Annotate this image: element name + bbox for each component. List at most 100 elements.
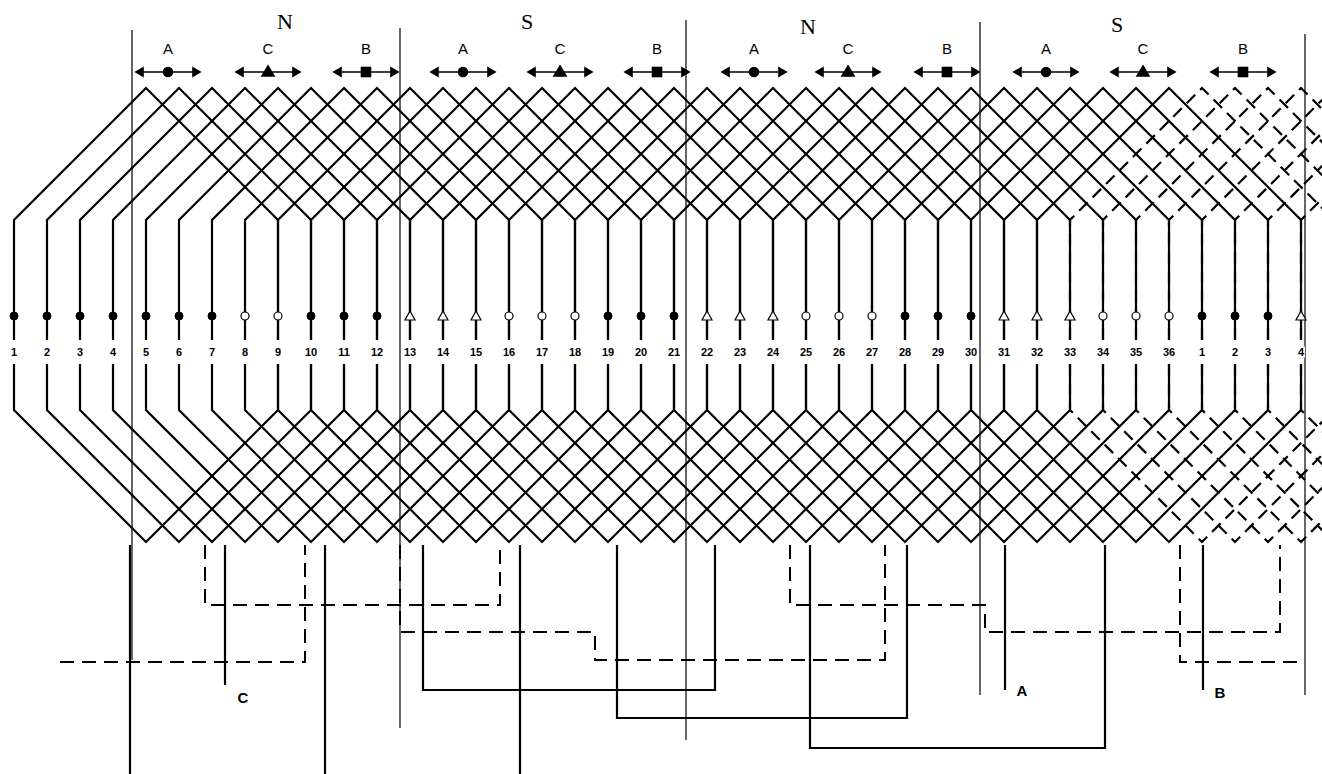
arrow-head bbox=[722, 68, 729, 76]
slot-number: 26 bbox=[832, 347, 846, 358]
pole-label: N bbox=[276, 11, 294, 33]
slot-number: 13 bbox=[403, 347, 417, 358]
dashed-wire bbox=[1180, 545, 1305, 662]
pole-label: S bbox=[520, 11, 534, 33]
phase-label: C bbox=[554, 41, 567, 56]
slot-number: 21 bbox=[667, 347, 681, 358]
slot-dot bbox=[1264, 312, 1272, 320]
slot-number: 14 bbox=[436, 347, 450, 358]
coil bbox=[410, 88, 674, 542]
phase-arrows bbox=[136, 66, 1275, 77]
coil bbox=[47, 88, 311, 542]
coil bbox=[146, 88, 410, 542]
terminal-label: A bbox=[1016, 683, 1029, 698]
coil bbox=[377, 88, 641, 542]
arrow-head bbox=[193, 68, 200, 76]
slot-circle bbox=[571, 312, 579, 320]
coil bbox=[773, 88, 1037, 542]
jumper-wire bbox=[810, 545, 1105, 748]
phase-label: C bbox=[1137, 41, 1150, 56]
terminal-wire bbox=[224, 545, 226, 685]
phase-label: B bbox=[941, 41, 953, 56]
slot-triangle bbox=[438, 311, 448, 320]
slot-number: 10 bbox=[304, 347, 318, 358]
terminal-wire bbox=[1004, 545, 1006, 690]
slot-number: 36 bbox=[1162, 347, 1176, 358]
slot-circle bbox=[241, 312, 249, 320]
coil bbox=[1070, 88, 1322, 542]
coil bbox=[641, 88, 905, 542]
phase-square bbox=[1239, 68, 1248, 77]
phase-label: A bbox=[1040, 41, 1052, 56]
coil bbox=[971, 88, 1235, 542]
slot-triangle bbox=[1065, 311, 1075, 320]
arrow-head bbox=[682, 68, 689, 76]
phase-square bbox=[362, 68, 371, 77]
arrow-head bbox=[1071, 68, 1078, 76]
slot-number: 27 bbox=[865, 347, 879, 358]
arrow-head bbox=[431, 68, 438, 76]
slot-number: 35 bbox=[1129, 347, 1143, 358]
arrow-head bbox=[488, 68, 495, 76]
slot-number: 2 bbox=[43, 347, 51, 358]
slot-dot bbox=[901, 312, 909, 320]
arrow-head bbox=[391, 68, 398, 76]
slot-triangle bbox=[735, 311, 745, 320]
pole-dividers bbox=[132, 20, 1305, 740]
slot-circle bbox=[1132, 312, 1140, 320]
terminal-label: B bbox=[1214, 685, 1227, 700]
dashed-wire bbox=[205, 545, 500, 605]
arrow-head bbox=[779, 68, 786, 76]
coil bbox=[1235, 88, 1322, 542]
slot-number: 29 bbox=[931, 347, 945, 358]
coil bbox=[575, 88, 839, 542]
slot-dot bbox=[76, 312, 84, 320]
coil bbox=[1301, 88, 1322, 542]
coil bbox=[311, 88, 575, 542]
slot-number: 17 bbox=[535, 347, 549, 358]
slot-number: 5 bbox=[142, 347, 150, 358]
coil bbox=[212, 88, 476, 542]
slot-number: 11 bbox=[337, 347, 351, 358]
pole-divider bbox=[131, 30, 132, 660]
slot-circle bbox=[538, 312, 546, 320]
pole-divider bbox=[685, 20, 686, 740]
coil bbox=[476, 88, 740, 542]
slot-dot bbox=[1231, 312, 1239, 320]
pole-label: N bbox=[799, 16, 817, 38]
coil bbox=[1004, 88, 1268, 542]
phase-label: B bbox=[651, 41, 663, 56]
coil bbox=[1268, 88, 1322, 542]
coil bbox=[344, 88, 608, 542]
dashed-wire bbox=[790, 545, 1280, 632]
phase-triangle bbox=[842, 66, 854, 76]
slot-markers bbox=[10, 311, 1306, 320]
coil bbox=[542, 88, 806, 542]
slot-triangle bbox=[1296, 311, 1306, 320]
phase-dot bbox=[164, 68, 173, 77]
terminal-label: C bbox=[237, 690, 250, 705]
coil bbox=[674, 88, 938, 542]
slot-dot bbox=[43, 312, 51, 320]
slot-number: 12 bbox=[370, 347, 384, 358]
slot-circle bbox=[274, 312, 282, 320]
coil bbox=[740, 88, 1004, 542]
slot-triangle bbox=[702, 311, 712, 320]
slot-triangle bbox=[471, 311, 481, 320]
slot-number: 1 bbox=[10, 347, 18, 358]
coil bbox=[608, 88, 872, 542]
slot-triangle bbox=[999, 311, 1009, 320]
arrow-head bbox=[873, 68, 880, 76]
coil bbox=[905, 88, 1169, 542]
arrow-head bbox=[1111, 68, 1118, 76]
arrow-head bbox=[1168, 68, 1175, 76]
pole-divider bbox=[1304, 34, 1305, 695]
coil bbox=[14, 88, 278, 542]
slot-dot bbox=[142, 312, 150, 320]
slot-dot bbox=[340, 312, 348, 320]
coil-group bbox=[14, 88, 1322, 542]
coil bbox=[113, 88, 377, 542]
coil bbox=[1103, 88, 1322, 542]
slot-dot bbox=[10, 312, 18, 320]
slot-number: 32 bbox=[1030, 347, 1044, 358]
